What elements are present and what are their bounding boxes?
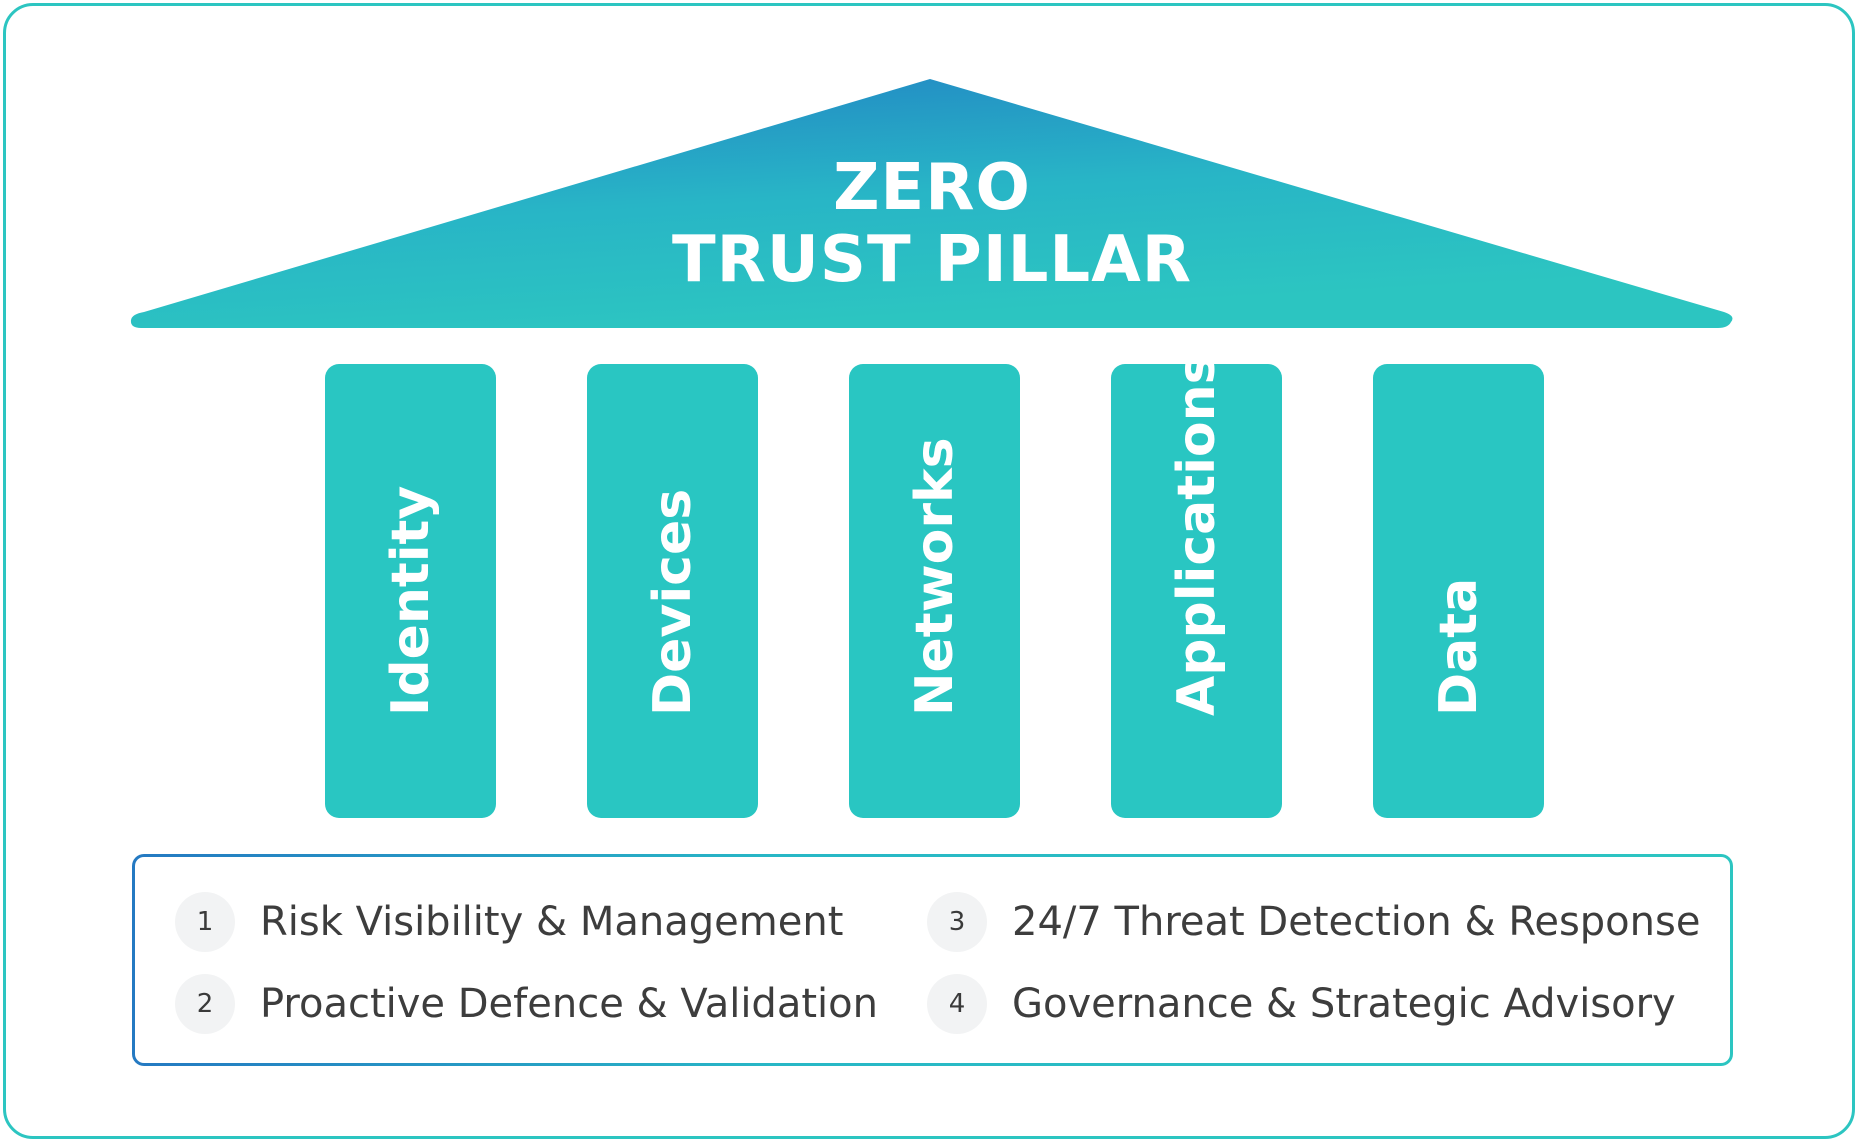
roof <box>130 79 1733 328</box>
diagram-title: ZERO TRUST PILLAR <box>0 152 1864 296</box>
pillar-networks: Networks <box>849 364 1020 818</box>
services-panel: 1 Risk Visibility & Management 2 Proacti… <box>132 854 1733 1066</box>
service-label: Risk Visibility & Management <box>260 899 844 945</box>
title-line-1: ZERO <box>833 151 1031 225</box>
service-label: Proactive Defence & Validation <box>260 981 878 1027</box>
service-item-1: 1 Risk Visibility & Management <box>175 892 843 952</box>
service-number-badge: 1 <box>175 892 235 952</box>
service-number-badge: 3 <box>927 892 987 952</box>
pillar-data: Data <box>1373 364 1544 818</box>
pillar-label: Data <box>1428 577 1489 716</box>
pillar-label: Identity <box>380 485 441 716</box>
roof-shape <box>130 79 1733 328</box>
pillar-label: Networks <box>904 437 965 716</box>
service-item-2: 2 Proactive Defence & Validation <box>175 974 878 1034</box>
pillar-label: Devices <box>642 488 703 716</box>
pillar-label: Applications <box>1166 353 1227 716</box>
pillar-devices: Devices <box>587 364 758 818</box>
service-label: Governance & Strategic Advisory <box>1012 981 1676 1027</box>
service-item-4: 4 Governance & Strategic Advisory <box>927 974 1676 1034</box>
service-number-badge: 4 <box>927 974 987 1034</box>
service-item-3: 3 24/7 Threat Detection & Response <box>927 892 1700 952</box>
title-line-2: TRUST PILLAR <box>671 223 1193 297</box>
services-list: 1 Risk Visibility & Management 2 Proacti… <box>135 857 1730 1063</box>
pillar-applications: Applications <box>1111 353 1282 818</box>
service-number-badge: 2 <box>175 974 235 1034</box>
pillar-identity: Identity <box>325 364 496 818</box>
service-label: 24/7 Threat Detection & Response <box>1012 899 1701 945</box>
